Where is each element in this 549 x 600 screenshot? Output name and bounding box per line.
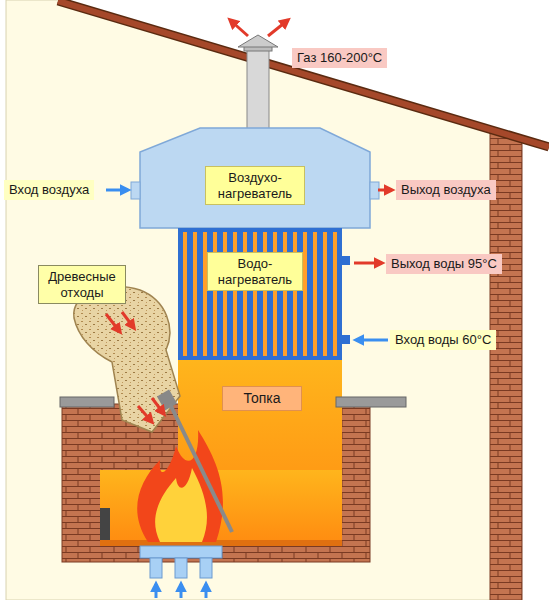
air-heater xyxy=(140,128,370,228)
wood-feed-arrows xyxy=(106,312,164,422)
furnace-box: Топка xyxy=(222,386,302,411)
air-inlet xyxy=(200,558,212,578)
water-heater xyxy=(183,232,337,356)
air-inlet xyxy=(175,558,187,578)
water-heater xyxy=(213,232,217,356)
node-text: Топка xyxy=(227,390,297,407)
flow-arrows xyxy=(106,189,128,192)
flue-gas-arrows xyxy=(268,20,288,36)
water-heater xyxy=(263,232,267,356)
flow-arrows xyxy=(356,339,388,342)
water-heater xyxy=(253,232,257,356)
water-heater xyxy=(283,232,287,356)
water-heater xyxy=(333,232,337,356)
wood-feed-arrows xyxy=(138,406,152,422)
callout-label: Выход воды 95°С xyxy=(386,254,502,274)
node-text: Воздухо- нагреватель xyxy=(210,170,300,201)
callout-label: Выход воздуха xyxy=(396,180,496,200)
chimney xyxy=(238,35,278,130)
air-heater xyxy=(370,182,379,199)
water-heater xyxy=(193,232,197,356)
wood-feed-arrows xyxy=(106,314,120,332)
furnace xyxy=(60,397,114,407)
wood-hopper xyxy=(170,404,232,532)
furnace xyxy=(100,508,110,540)
flow-arrows xyxy=(205,584,208,598)
wood-hopper xyxy=(74,286,180,432)
flow-arrows xyxy=(180,584,183,598)
flow-arrows xyxy=(155,584,158,598)
air-inlet xyxy=(140,546,222,578)
flue-gas-arrows xyxy=(230,20,288,36)
water-heater xyxy=(223,232,227,356)
water-heater xyxy=(303,232,307,356)
air-heater xyxy=(131,182,140,199)
node-text: Древесные отходы xyxy=(43,269,121,300)
furnace xyxy=(60,360,406,562)
callout-box: Древесные отходы xyxy=(38,265,126,304)
water-heater xyxy=(178,228,350,360)
air-inlet xyxy=(140,546,222,558)
water-heater xyxy=(233,232,237,356)
water-heater xyxy=(203,232,207,356)
air-inlet xyxy=(150,558,162,578)
flow-arrows xyxy=(106,190,392,598)
furnace xyxy=(100,540,342,546)
water-heater xyxy=(293,232,297,356)
water-heater xyxy=(178,228,342,360)
house xyxy=(58,1,549,147)
flow-arrows xyxy=(378,189,392,192)
wood-hopper xyxy=(74,286,232,532)
water-heater xyxy=(342,256,350,265)
chimney xyxy=(238,35,278,47)
wood-feed-arrows xyxy=(152,398,164,414)
water-heater xyxy=(342,335,350,344)
furnace xyxy=(336,397,406,407)
flame xyxy=(155,468,207,542)
water-heater xyxy=(323,232,327,356)
callout-label: Вход воды 60°С xyxy=(390,330,496,350)
callout-label: Газ 160-200°С xyxy=(292,48,387,68)
water-heater xyxy=(273,232,277,356)
flue-gas-arrows xyxy=(230,20,248,36)
air-heater xyxy=(131,128,379,228)
wood-feed-arrows xyxy=(122,312,134,328)
chimney xyxy=(247,46,269,130)
heater-box: Воздухо- нагреватель xyxy=(205,166,305,205)
heater-box: Водо- нагреватель xyxy=(207,252,303,291)
house xyxy=(58,1,549,147)
water-heater xyxy=(183,232,187,356)
callout-label: Вход воздуха xyxy=(4,180,94,200)
house xyxy=(6,0,492,600)
water-heater xyxy=(243,232,247,356)
water-heater xyxy=(313,232,317,356)
node-text: Водо- нагреватель xyxy=(212,256,298,287)
flow-arrows xyxy=(354,262,382,265)
